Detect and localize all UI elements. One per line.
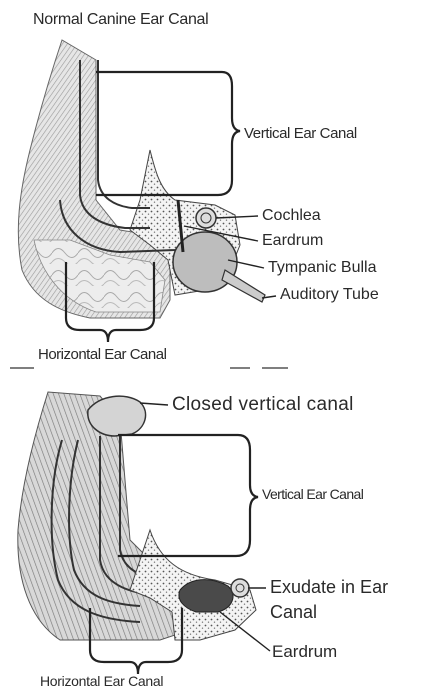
label-cochlea: Cochlea: [262, 208, 321, 224]
diagram-title: Normal Canine Ear Canal: [33, 12, 208, 28]
label-eardrum-top: Eardrum: [262, 233, 323, 249]
vertical-brace-lower: [118, 435, 258, 556]
label-eardrum-bottom: Eardrum: [272, 643, 337, 660]
label-vertical-ear-canal-top: Vertical Ear Canal: [244, 126, 357, 141]
normal-ear-drawing: [18, 40, 276, 342]
infected-ear-drawing: [18, 392, 270, 674]
label-tympanic-bulla: Tympanic Bulla: [268, 260, 377, 276]
label-horizontal-ear-canal-bottom: Horizontal Ear Canal: [40, 674, 163, 688]
label-vertical-ear-canal-bottom: Vertical Ear Canal: [262, 487, 363, 501]
exudate-mass: [179, 580, 233, 612]
label-exudate-line1: Exudate in Ear: [270, 578, 388, 596]
label-exudate-line2: Canal: [270, 603, 317, 621]
cochlea-shape: [196, 208, 216, 228]
vertical-brace: [96, 72, 240, 195]
label-closed-vertical-canal: Closed vertical canal: [172, 395, 354, 414]
closed-canal-blob: [88, 396, 146, 436]
label-horizontal-ear-canal-top: Horizontal Ear Canal: [38, 347, 166, 362]
label-auditory-tube: Auditory Tube: [280, 287, 379, 303]
auditory-tube-shape: [222, 270, 265, 302]
